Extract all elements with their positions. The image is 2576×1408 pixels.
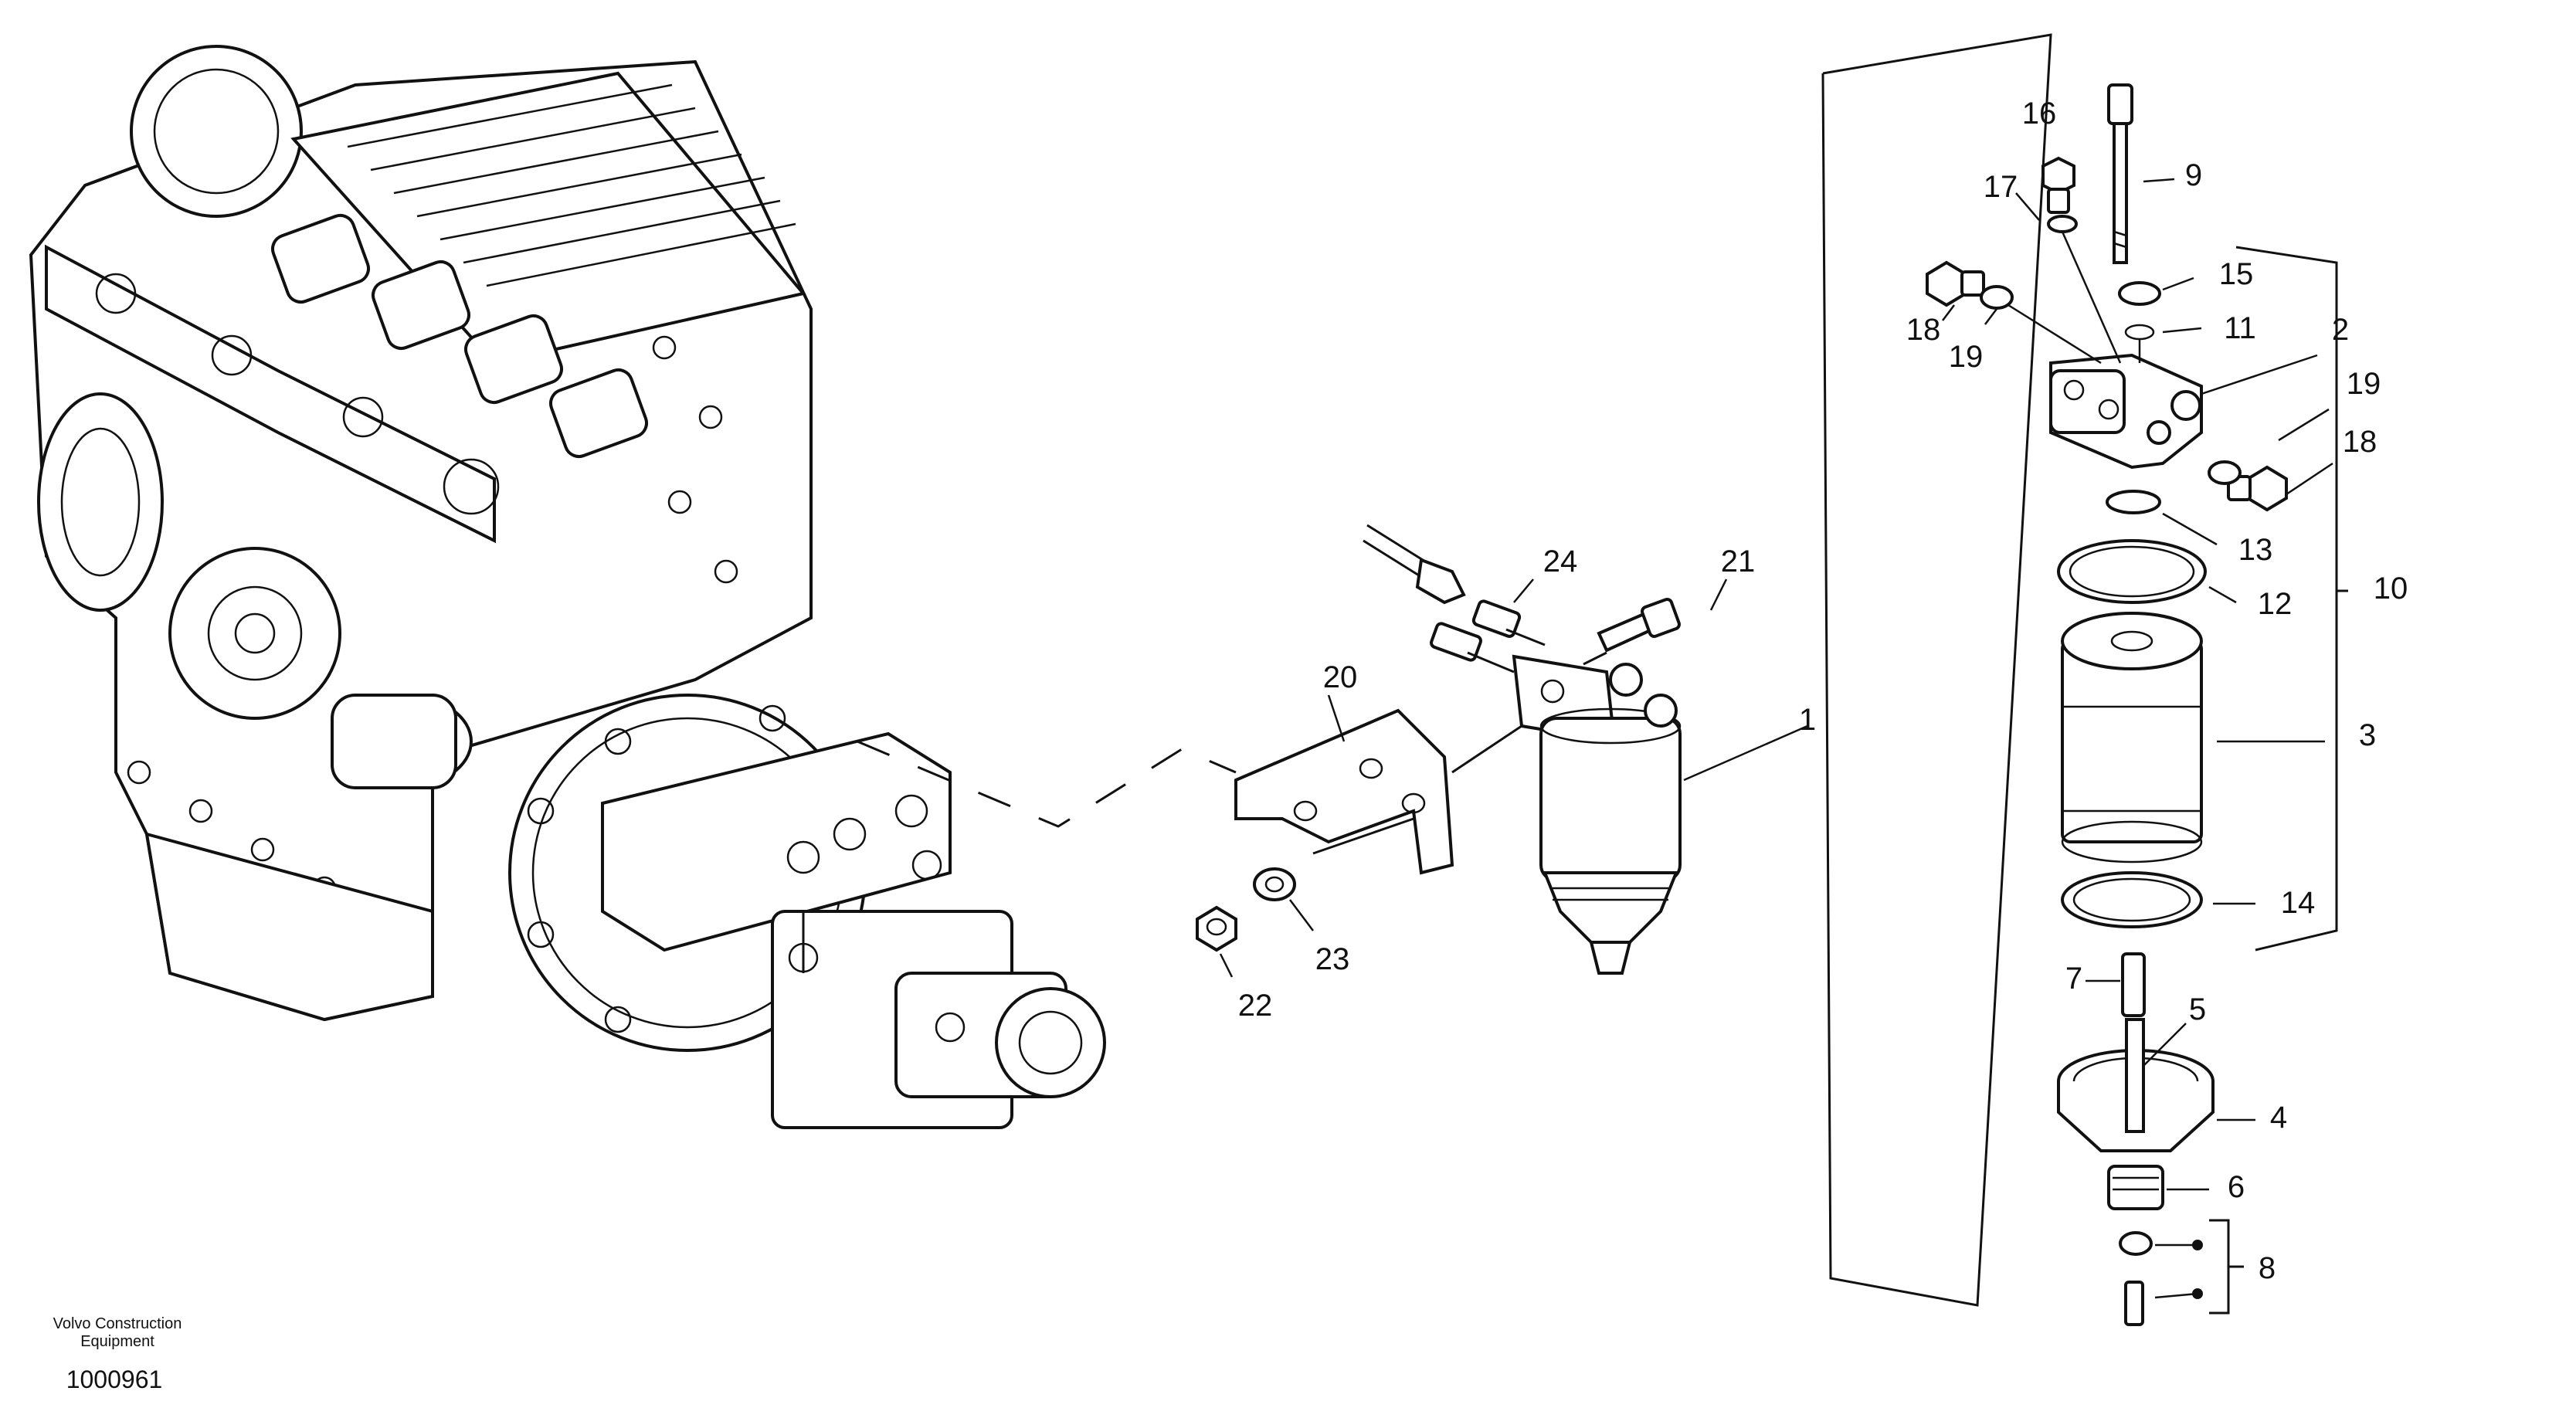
callout-21: 21: [1721, 545, 1756, 578]
engine-illustration: [29, 45, 813, 1022]
fitting-24: [1430, 599, 1546, 673]
washer-17: [2047, 215, 2078, 233]
footer: Volvo Construction Equipment 1000961: [53, 1315, 182, 1393]
washer-19-right: [2208, 460, 2242, 485]
callout-7: 7: [2065, 962, 2082, 996]
callout-3: 3: [2359, 718, 2376, 752]
bolt-21: [1583, 598, 1681, 666]
callout-8: 8: [2259, 1251, 2276, 1285]
brand-line-2: Equipment: [80, 1333, 154, 1350]
brand-line-1: Volvo Construction: [53, 1315, 182, 1332]
callout-14: 14: [2281, 886, 2316, 920]
callout-4: 4: [2270, 1101, 2287, 1135]
callout-6: 6: [2228, 1170, 2245, 1204]
bolt-9: [2107, 83, 2133, 264]
callout-23: 23: [1315, 942, 1350, 976]
bracket-20: [1234, 708, 1522, 875]
plug-16: [2041, 156, 2075, 214]
tube-7: [2121, 952, 2146, 1017]
callout-18-left: 18: [1906, 313, 1941, 347]
callout-18-right: 18: [2343, 425, 2377, 459]
callout-leaders: [1219, 178, 2333, 1191]
callout-1: 1: [1799, 703, 1816, 737]
callout-20: 20: [1323, 660, 1358, 694]
callout-19-right: 19: [2347, 367, 2381, 401]
callout-5: 5: [2189, 992, 2206, 1026]
callout-9: 9: [2185, 158, 2202, 192]
figure-number: 1000961: [66, 1366, 163, 1393]
callout-11: 11: [2224, 311, 2256, 345]
group-bracket-10: [2235, 246, 2338, 952]
callout-15: 15: [2219, 257, 2254, 291]
callout-2: 2: [2332, 313, 2349, 347]
washer-19-left: [1980, 285, 2014, 310]
filter-head-2: [2049, 353, 2203, 470]
hose-fitting: [1363, 524, 1466, 605]
seal-14: [2061, 871, 2203, 928]
callout-17: 17: [1984, 170, 2018, 204]
small-parts-8: [2119, 1219, 2244, 1326]
washer-23: [1253, 867, 1296, 901]
o-ring-13: [2106, 490, 2161, 514]
callout-19-left: 19: [1949, 340, 1984, 374]
callout-10: 10: [2374, 572, 2408, 606]
seal-12: [2057, 539, 2207, 604]
drain-valve-6: [2107, 1165, 2164, 1210]
callout-12: 12: [2258, 587, 2293, 621]
o-ring-11: [2124, 324, 2155, 341]
plug-18-left: [1926, 260, 1985, 307]
hydraulic-pump-illustration: [508, 694, 1106, 1129]
nut-22: [1196, 905, 1237, 952]
filter-cartridge-3: [2061, 612, 2203, 863]
bowl-4: [2057, 1018, 2215, 1152]
callout-24: 24: [1543, 545, 1578, 578]
callout-13: 13: [2238, 533, 2273, 567]
callout-22: 22: [1238, 989, 1273, 1023]
group-outline-1: [1821, 33, 2052, 1307]
fuel-filter-assembly: [1512, 654, 1682, 975]
callout-16: 16: [2022, 97, 2057, 131]
washer-15: [2118, 281, 2161, 306]
